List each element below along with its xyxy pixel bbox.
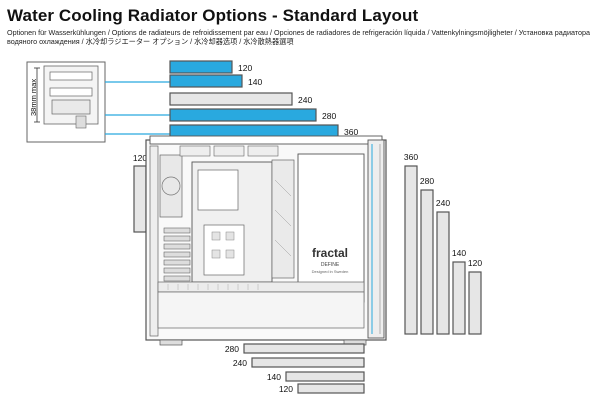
bottom-radiator-bar (297, 383, 365, 394)
rear-fan-area (159, 154, 183, 218)
bottom-radiator-label: 280 (225, 344, 239, 354)
psu-shroud (157, 281, 365, 293)
top-radiator-group: 120 140 240 280 360 (169, 60, 358, 138)
bottom-radiator-bar (243, 343, 365, 354)
case-foot-rear (159, 339, 183, 346)
page-title: Water Cooling Radiator Options - Standar… (7, 6, 419, 25)
top-radiator-label: 140 (248, 77, 262, 87)
front-radiator-label: 120 (468, 258, 482, 268)
top-radiator-label: 240 (298, 95, 312, 105)
drive-panel (297, 153, 365, 303)
top-radiator-bar (169, 74, 243, 88)
top-radiator-bar (169, 124, 339, 138)
clearance-label: 38mm max (29, 79, 38, 116)
top-radiator-label: 360 (344, 127, 358, 137)
front-radiator-label: 240 (436, 198, 450, 208)
case-brand: fractal (312, 246, 348, 260)
case-illustration: fractal DEFINE Designed in Sweden (145, 135, 387, 346)
bottom-radiator-group: 280 240 140 120 (225, 343, 365, 394)
top-radiator-bar (169, 108, 317, 122)
expansion-slots (163, 227, 191, 282)
front-radiator-bar (404, 165, 418, 335)
front-radiator-bar (436, 211, 450, 335)
case-model: DEFINE (321, 262, 340, 268)
rear-fan (161, 176, 181, 196)
top-radiator-bar (169, 92, 293, 106)
rear-radiator-label: 120 (133, 153, 147, 163)
rear-radiator-group: 120 (133, 153, 147, 233)
top-fan-openings (179, 145, 279, 157)
psu-chamber (157, 291, 365, 329)
front-radiator-label: 360 (404, 152, 418, 162)
clearance-inset: 38mm max (26, 61, 106, 143)
inset-leader-lines (105, 81, 170, 135)
bottom-radiator-label: 120 (279, 384, 293, 394)
front-radiator-bar (468, 271, 482, 335)
case-top-panel (149, 135, 383, 145)
case-front-panel (367, 139, 385, 339)
front-radiator-bar (452, 261, 466, 335)
top-radiator-bar (169, 60, 233, 74)
front-radiator-label: 140 (452, 248, 466, 258)
front-radiator-bar (420, 189, 434, 335)
case-tagline: Designed in Sweden (312, 269, 349, 274)
bottom-radiator-label: 240 (233, 358, 247, 368)
cable-management (271, 159, 295, 279)
cpu-cutout (197, 169, 239, 211)
bottom-radiator-label: 140 (267, 372, 281, 382)
top-radiator-label: 120 (238, 63, 252, 73)
top-radiator-label: 280 (322, 111, 336, 121)
rear-radiator-bar (133, 165, 147, 233)
front-radiator-label: 280 (420, 176, 434, 186)
bottom-radiator-bar (285, 371, 365, 382)
bottom-radiator-bar (251, 357, 365, 368)
page-subtitle: Optionen für Wasserkühlungen / Options d… (7, 28, 591, 46)
